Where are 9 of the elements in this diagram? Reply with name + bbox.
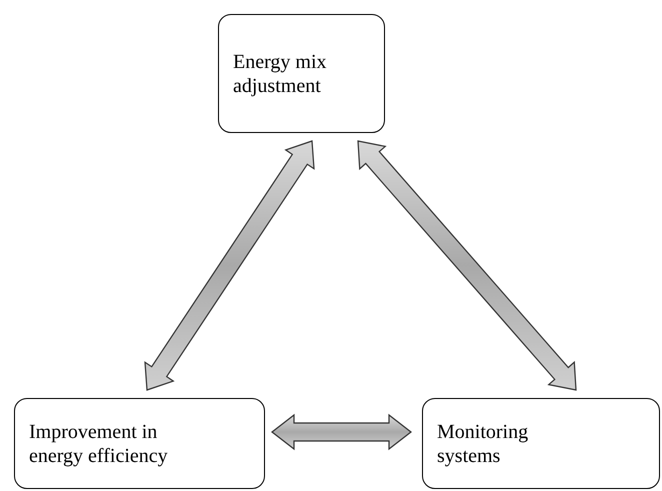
box-label: Energy mix adjustment [233,50,328,98]
rounded-box [14,398,265,489]
double-arrow [144,140,315,391]
rounded-box [422,398,660,489]
double-arrow [357,140,577,391]
box-label: Monitoring systems [437,420,530,468]
double-arrow [271,414,412,450]
rounded-box [218,14,385,133]
box-label: Improvement in energy efficiency [29,420,169,468]
